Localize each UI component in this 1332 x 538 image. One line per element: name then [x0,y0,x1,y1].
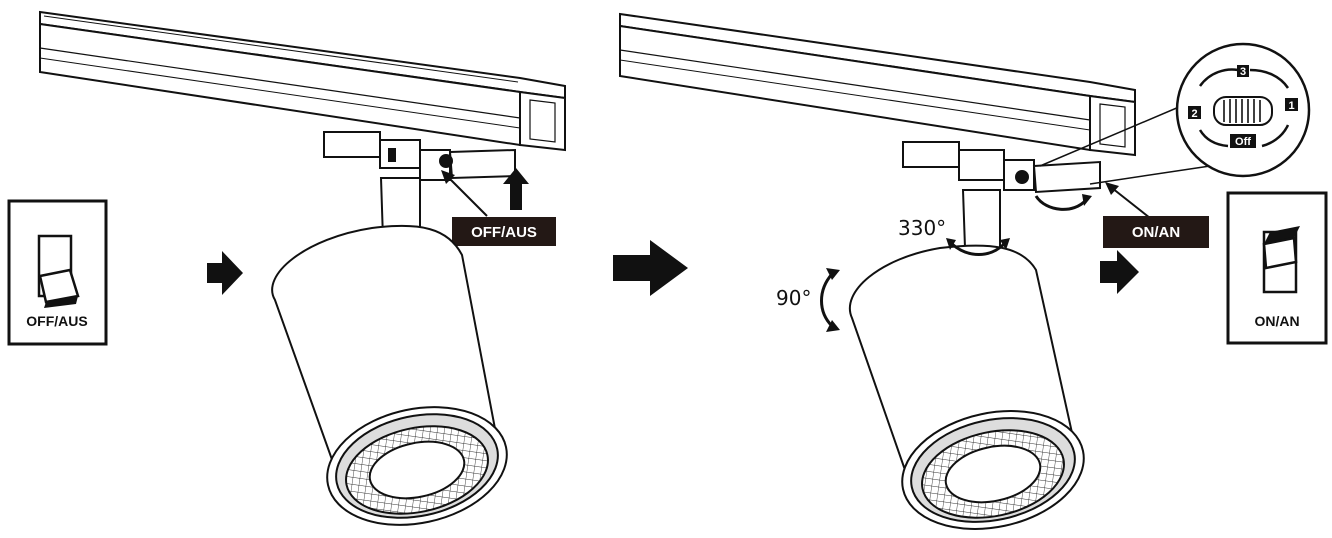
left-callout: OFF/AUS [452,217,556,246]
svg-text:Off: Off [1235,136,1251,148]
left-adapter [323,131,516,181]
vertical-rotation-arrow: 90° [776,268,840,332]
rotation-330-label: 330° [898,216,946,240]
rotary-dial-detail: 3 2 1 Off [1175,42,1311,178]
right-track-rail [619,12,1136,157]
left-switch-caption: OFF/AUS [26,313,87,329]
right-switch-caption: ON/AN [1254,313,1299,329]
left-spotlight [271,177,508,526]
right-callout-text: ON/AN [1132,224,1180,241]
dial-position-2: 2 [1188,106,1201,120]
svg-text:1: 1 [1288,100,1294,112]
right-spotlight [849,189,1085,530]
center-arrow [613,240,688,296]
switch-off-icon [37,234,80,308]
dial-off-label: Off [1230,134,1256,148]
right-callout: ON/AN [1103,216,1209,248]
dial-rotation-arrow [1034,194,1092,211]
dial-position-1: 1 [1285,98,1298,112]
horizontal-rotation-arrow: 330° [898,216,1010,256]
left-callout-text: OFF/AUS [471,224,537,241]
dial-position-3: 3 [1237,65,1249,78]
svg-text:2: 2 [1191,108,1197,120]
right-switch-panel: ON/AN [1226,191,1328,345]
right-callout-pointer [1105,182,1151,219]
switch-on-icon [1262,226,1300,294]
zoom-lines [1039,103,1211,185]
right-arrow [1100,250,1139,294]
left-callout-pointer [441,170,488,217]
svg-text:3: 3 [1240,66,1246,78]
rotation-90-label: 90° [776,286,811,310]
left-arrow-1 [207,251,243,295]
right-adapter [902,141,1101,194]
left-up-arrow [503,168,529,210]
left-switch-panel: OFF/AUS [7,199,108,346]
left-track-rail [39,10,566,152]
